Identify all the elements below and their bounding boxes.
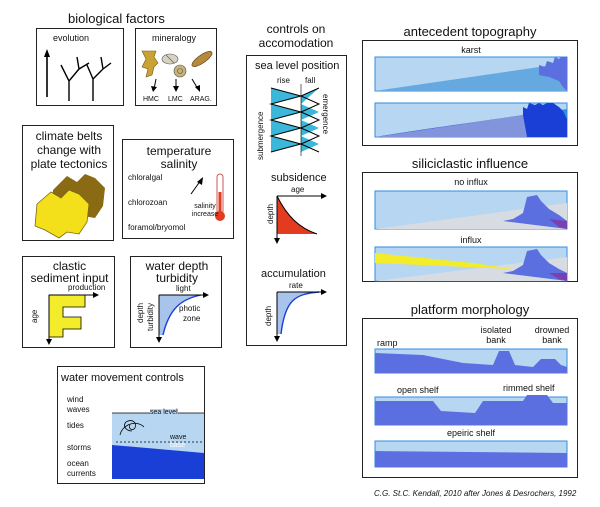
mineral-lmc: LMC: [168, 96, 183, 103]
salinity-title: salinity: [160, 157, 198, 171]
accumulation-depth-label: depth: [264, 305, 273, 326]
platform-profiles-icon: [374, 348, 568, 468]
fall-label: fall: [305, 76, 316, 85]
epeiric-shelf-label: epeiric shelf: [446, 428, 496, 438]
rise-label: rise: [277, 76, 290, 85]
temperature-salinity-panel: temperature salinity chloralgal chlorozo…: [122, 139, 234, 239]
siliciclastic-title: siliciclastic influence: [411, 156, 529, 171]
sea-level-label: sea level: [150, 409, 178, 416]
temperature-title: temperature: [146, 144, 212, 158]
evolution-panel: evolution: [36, 28, 124, 106]
mineralogy-panel: mineralogy HMC LMC ARAG.: [135, 28, 217, 106]
water-movement-title: water movement controls: [61, 372, 184, 384]
item-tides: tides: [67, 421, 84, 430]
fossil-shells-icon: [141, 50, 213, 92]
open-shelf-label: open shelf: [397, 385, 439, 395]
siliciclastic-profiles-icon: [374, 190, 568, 282]
water-depth-panel: water depth turbidity light depth turbid…: [130, 256, 222, 348]
turbidity-title: turbidity: [155, 271, 199, 285]
group-foramol: foramol/bryomol: [128, 223, 186, 232]
credit-text: C.G. St.C. Kendall, 2010 after Jones & D…: [374, 489, 577, 498]
platform-panel: ramp isolated bank drowned bank open she…: [362, 318, 578, 478]
wave-base-label-1: wave: [170, 434, 187, 441]
siliciclastic-panel: no influx influx: [362, 172, 578, 282]
antecedent-panel: karst: [362, 40, 578, 146]
antecedent-title: antecedent topography: [403, 24, 537, 39]
item-ocean: ocean: [67, 459, 89, 468]
drowned-bank-label-2: bank: [542, 335, 562, 345]
production-chart-icon: [46, 292, 99, 345]
group-chloralgal: chloralgal: [128, 173, 163, 182]
mineralogy-label: mineralogy: [152, 33, 197, 43]
climate-line-2: change with: [36, 143, 102, 157]
salinity-note-2: increase: [191, 211, 219, 218]
evolution-tree-icon: [44, 49, 112, 101]
rimmed-shelf-label: rimmed shelf: [503, 383, 555, 393]
clastic-title-2: sediment input: [30, 271, 109, 285]
accommodation-title-2: accomodation: [258, 36, 334, 50]
biological-factors-title: biological factors: [68, 11, 165, 26]
isolated-bank-label-1: isolated: [480, 325, 512, 335]
photic-label-2: zone: [183, 314, 201, 323]
mineral-arag: ARAG.: [190, 96, 212, 103]
group-chlorozoan: chlorozoan: [128, 198, 168, 207]
accumulation-rate-label: rate: [289, 281, 303, 290]
salinity-note-1: salinity: [194, 203, 216, 210]
subsidence-label: subsidence: [271, 172, 327, 184]
item-wind: wind: [67, 395, 84, 404]
turbidity-label: turbidity: [146, 302, 155, 331]
accumulation-label: accumulation: [261, 268, 326, 280]
wave-base-label-2: base: [170, 442, 186, 449]
platform-title: platform morphology: [410, 302, 530, 317]
light-label: light: [176, 284, 191, 293]
climate-belts-panel: climate belts change with plate tectonic…: [22, 125, 114, 241]
climate-line-1: climate belts: [35, 129, 103, 143]
sea-level-curve-icon: [269, 84, 321, 156]
drowned-bank-label-1: drowned: [534, 325, 570, 335]
australia-map-icon: [34, 174, 105, 239]
wave-cross-section-icon: [112, 412, 204, 479]
subsidence-curve-icon: [274, 193, 327, 244]
clastic-panel: clastic sediment input production age: [22, 256, 115, 348]
item-storms: storms: [67, 443, 91, 452]
thermometer-icon: [190, 173, 225, 221]
item-currents: currents: [67, 469, 96, 478]
karst-profiles-icon: [374, 56, 568, 138]
accommodation-title-1: controls on: [266, 22, 326, 36]
influx-label: influx: [460, 235, 482, 245]
production-label: production: [68, 283, 106, 292]
photic-label-1: photic: [179, 304, 201, 313]
evolution-label: evolution: [53, 33, 90, 43]
climate-line-3: plate tectonics: [30, 157, 108, 171]
water-movement-panel: water movement controls wind waves tides…: [57, 366, 205, 484]
karst-label: karst: [461, 45, 481, 55]
subsidence-age-label: age: [291, 185, 305, 194]
item-waves: waves: [67, 405, 90, 414]
no-influx-label: no influx: [454, 177, 488, 187]
clastic-age-label: age: [30, 309, 39, 323]
sea-level-position-label: sea level position: [255, 60, 340, 72]
accumulation-curve-icon: [274, 289, 327, 342]
depth-label: depth: [136, 302, 145, 323]
isolated-bank-label-2: bank: [486, 335, 506, 345]
ramp-label: ramp: [377, 338, 398, 348]
clastic-title-1: clastic: [52, 259, 87, 273]
mineral-hmc: HMC: [143, 96, 159, 103]
water-depth-title: water depth: [145, 259, 209, 273]
accommodation-panel: sea level position rise fall submergence…: [246, 55, 347, 346]
light-curve-icon: [156, 292, 209, 343]
